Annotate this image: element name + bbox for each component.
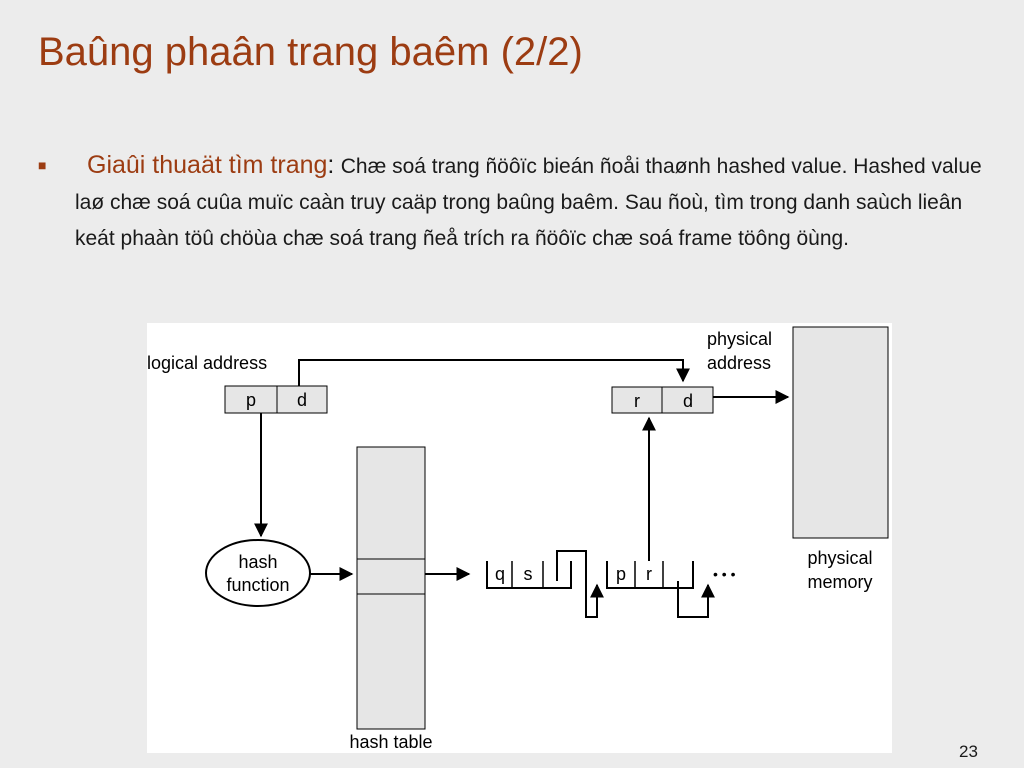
hashed-page-table-diagram: logical address p d physical address r d… — [147, 323, 892, 753]
physical-memory-block — [792, 326, 889, 539]
chain-link-1 — [556, 550, 604, 618]
physical-cell-r: r — [634, 391, 640, 411]
chain-cell-q: q — [495, 564, 505, 584]
hash-function-label-2: function — [226, 575, 289, 595]
hash-function-node — [205, 539, 311, 607]
bullet-body: Chæ soá trang ñöôïc bieán ñoåi thaønh ha… — [75, 155, 982, 250]
hash-function-label-1: hash — [238, 552, 277, 572]
hash-table — [356, 446, 426, 730]
logical-cell-p: p — [246, 390, 256, 410]
bullet-marker: ■ — [38, 157, 47, 173]
physical-address-label-2: address — [707, 353, 771, 373]
physical-memory-label-2: memory — [807, 572, 872, 592]
chain-cell-p: p — [616, 564, 626, 584]
chain-cell-s: s — [524, 564, 533, 584]
chain-node-q-s: q s — [486, 561, 572, 589]
logical-address-label: logical address — [147, 353, 267, 373]
physical-cell-d: d — [683, 391, 693, 411]
slide-title: Baûng phaân trang baêm (2/2) — [38, 30, 583, 74]
logical-cell-d: d — [297, 390, 307, 410]
bullet-text: Giaûi thuaät tìm trang: Chæ soá trang ñö… — [75, 148, 988, 256]
chain-ellipsis: • • • — [713, 566, 736, 582]
chain-cell-r: r — [646, 564, 652, 584]
chain-node-p-r: p r — [606, 561, 694, 589]
offset-connector — [298, 359, 690, 386]
hash-table-label: hash table — [349, 732, 432, 752]
page-number: 23 — [959, 742, 978, 761]
bullet-lead: Giaûi thuaät tìm trang — [87, 151, 328, 179]
physical-memory-label-1: physical — [807, 548, 872, 568]
bullet-item: ■ Giaûi thuaät tìm trang: Chæ soá trang … — [38, 148, 988, 256]
physical-address-label-1: physical — [707, 329, 772, 349]
hash-table-entry — [356, 558, 426, 595]
bullet-colon: : — [327, 151, 335, 179]
physical-address-register: r d — [611, 386, 714, 414]
chain-link-2 — [677, 581, 715, 618]
logical-address-register: p d — [224, 385, 328, 414]
